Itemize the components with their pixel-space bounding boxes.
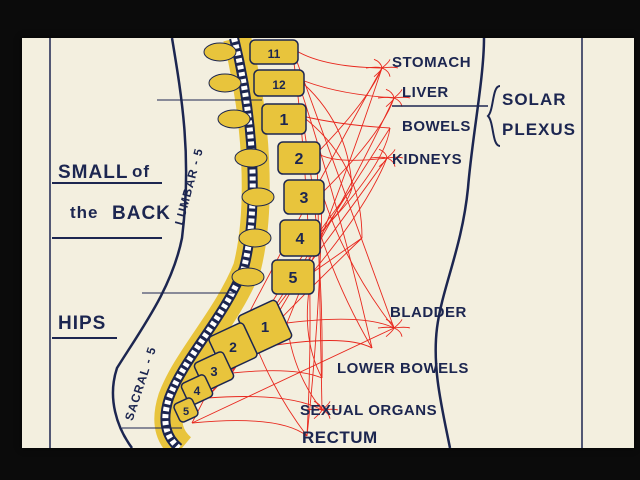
spinous-process-2: [217, 109, 251, 129]
nerve-branch-39: [365, 66, 383, 69]
vertebra-body-3: [277, 141, 321, 175]
sacral-number-1: 2: [229, 339, 237, 355]
vertebra-number-1: 12: [272, 78, 286, 92]
label-liver: LIVER: [402, 84, 449, 101]
nerve-branch-53: [386, 149, 396, 159]
nerve-branch-17: [319, 127, 391, 234]
vertebra-body-1: [253, 69, 305, 97]
vertebra-body-0: [249, 39, 299, 65]
front-outline: [434, 38, 486, 448]
label-the: the: [70, 203, 99, 222]
nerve-branch-54: [393, 326, 411, 329]
nerve-branch-23: [286, 318, 395, 329]
nerve-branch-46: [385, 88, 395, 99]
nerve-branch-24: [256, 347, 308, 437]
nerve-branch-42: [393, 96, 411, 99]
sacral-number-2: 3: [210, 364, 217, 379]
spinal-cord-outline: [160, 38, 258, 448]
vertebra-body-4: [283, 179, 325, 215]
solar-plexus-brace: [486, 85, 501, 147]
sacral-number-3: 4: [194, 384, 201, 398]
nerve-branch-51: [370, 156, 388, 159]
nerve-branch-55: [393, 327, 403, 337]
nerve-branch-14: [321, 97, 395, 194]
label-bladder: BLADDER: [390, 304, 467, 321]
vertebra-number-4: 3: [300, 190, 309, 207]
nerve-branch-5: [296, 77, 353, 189]
nerve-branch-48: [386, 156, 404, 159]
nerve-branch-60: [321, 408, 339, 411]
sacral-number-4: 5: [183, 406, 189, 418]
nerve-branch-37: [381, 67, 391, 77]
nerve-branch-56: [385, 327, 395, 338]
nerve-branch-34: [191, 327, 395, 424]
spinous-process-4: [241, 187, 275, 207]
label-solar: SOLAR: [502, 90, 567, 109]
nerve-branch-64: [313, 400, 323, 411]
nerve-branch-44: [385, 97, 395, 108]
vertebra-number-2: 1: [280, 112, 289, 129]
label-kidneys: KIDNEYS: [392, 151, 463, 168]
nerve-branch-50: [378, 157, 388, 168]
label-bowels: BOWELS: [402, 118, 471, 135]
nerve-branch-29: [231, 370, 323, 379]
vertebra-body-2: [261, 103, 307, 135]
nerve-branch-59: [393, 319, 403, 329]
label-back: BACK: [112, 203, 171, 224]
nerve-branch-57: [377, 326, 395, 329]
nerve-branch-38: [373, 67, 383, 78]
label-lower-bowels: LOWER BOWELS: [337, 360, 469, 377]
vertebra-number-0: 11: [268, 47, 281, 61]
spinous-process-6: [231, 267, 265, 287]
nerve-branch-45: [377, 96, 395, 99]
label-plexus: PLEXUS: [502, 120, 577, 139]
nerve-branch-15: [319, 232, 373, 349]
label-sexual-organs: SEXUAL ORGANS: [300, 402, 438, 419]
nerve-branch-61: [321, 409, 331, 419]
sacral-number-0: 1: [261, 319, 269, 336]
vertebra-body-5: [279, 219, 321, 257]
nerve-branch-41: [381, 59, 391, 69]
sacral-segment-4: [173, 397, 199, 423]
label-stomach: STOMACH: [392, 54, 472, 71]
nerve-branch-52: [378, 148, 388, 159]
nerve-branch-11: [316, 67, 383, 154]
vertebra-number-3: 2: [295, 151, 304, 168]
label-small: SMALL: [58, 162, 129, 183]
nerve-branch-58: [385, 318, 395, 329]
vertebra-body-6: [271, 259, 315, 295]
vertebra-number-5: 4: [296, 231, 305, 248]
nerve-branch-40: [373, 58, 383, 69]
spinous-process-5: [238, 228, 272, 248]
back-outline: [111, 38, 188, 448]
nerve-branch-3: [296, 77, 395, 99]
label-hips: HIPS: [58, 313, 107, 334]
label-of: of: [132, 162, 151, 181]
nerve-branch-62: [313, 409, 323, 420]
nerve-branch-36: [381, 66, 399, 69]
nerve-branch-0: [291, 47, 383, 69]
nerve-branch-12: [321, 192, 395, 329]
nerve-branch-47: [393, 89, 403, 99]
nerve-branch-49: [386, 157, 396, 167]
nerve-branch-19: [311, 237, 363, 274]
spinous-process-3: [234, 148, 268, 168]
label-rectum: RECTUM: [302, 428, 378, 447]
spinous-process-1: [208, 73, 242, 93]
nerve-branch-35: [191, 420, 308, 437]
vertebra-number-6: 5: [289, 270, 298, 287]
spinous-process-0: [203, 42, 237, 62]
nerve-branch-1: [291, 47, 395, 329]
nerve-branch-63: [305, 408, 323, 411]
nerve-branch-32: [206, 396, 323, 411]
nerve-branch-4: [296, 77, 373, 349]
nerve-branch-65: [321, 401, 331, 411]
nerve-branch-20: [311, 157, 388, 274]
